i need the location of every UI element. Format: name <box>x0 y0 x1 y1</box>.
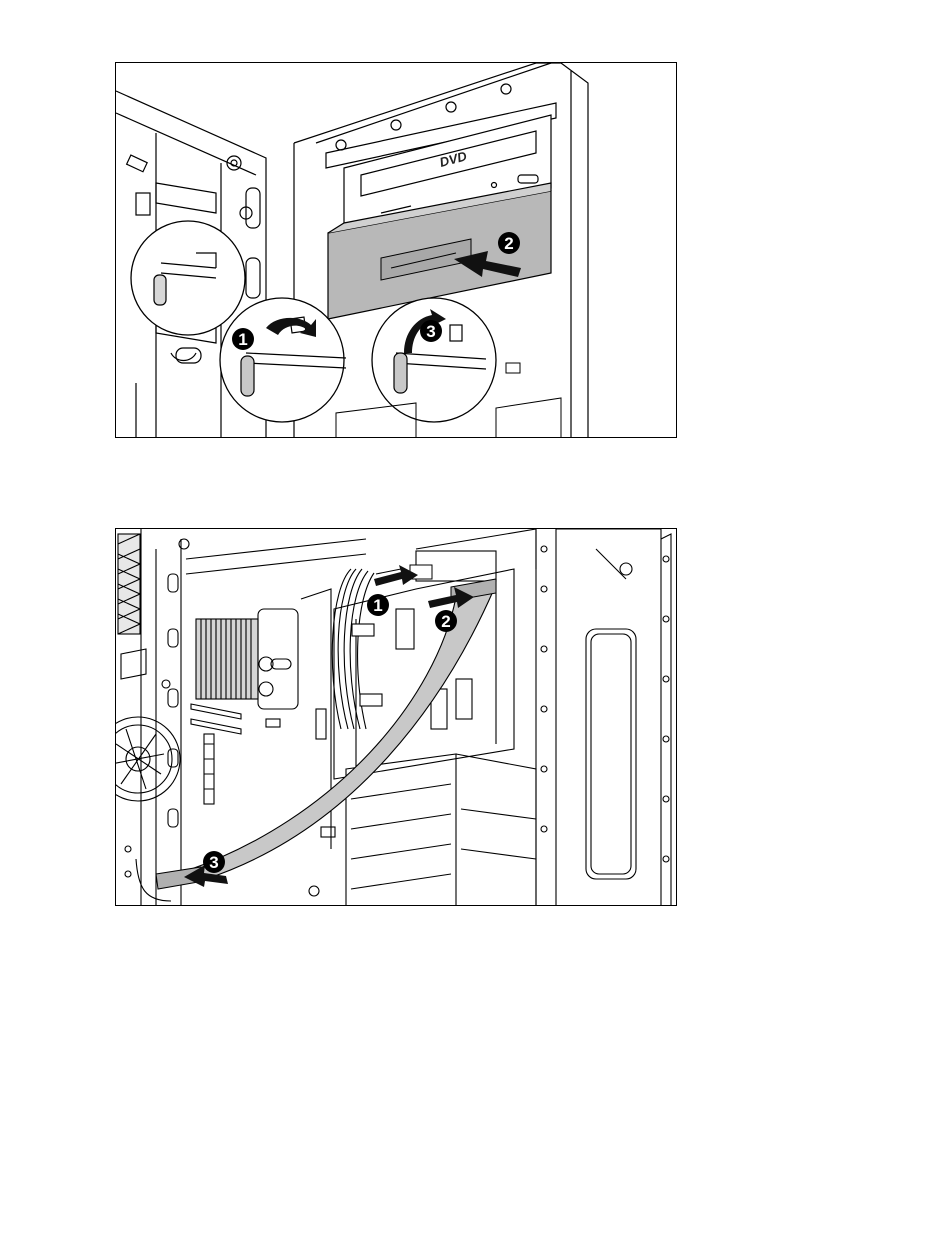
svg-text:3: 3 <box>426 322 435 341</box>
figure-cable-connection: 1 2 3 <box>115 528 677 906</box>
callout-2: 2 <box>435 610 457 632</box>
svg-text:1: 1 <box>238 330 247 349</box>
svg-text:3: 3 <box>209 853 218 872</box>
detail-circle-left <box>131 221 245 335</box>
callout-2: 2 <box>498 232 520 254</box>
figure-drive-install: DVD 1 2 3 <box>115 62 677 438</box>
detail-circle-step1 <box>220 298 344 422</box>
callout-1: 1 <box>232 328 254 350</box>
svg-text:2: 2 <box>504 234 513 253</box>
callout-3: 3 <box>420 320 442 342</box>
drive-install-illustration: DVD 1 2 3 <box>116 63 677 438</box>
svg-text:1: 1 <box>373 596 382 615</box>
callout-1: 1 <box>367 594 389 616</box>
cable-connection-illustration: 1 2 3 <box>116 529 677 906</box>
callout-3: 3 <box>203 851 225 873</box>
svg-text:2: 2 <box>441 612 450 631</box>
